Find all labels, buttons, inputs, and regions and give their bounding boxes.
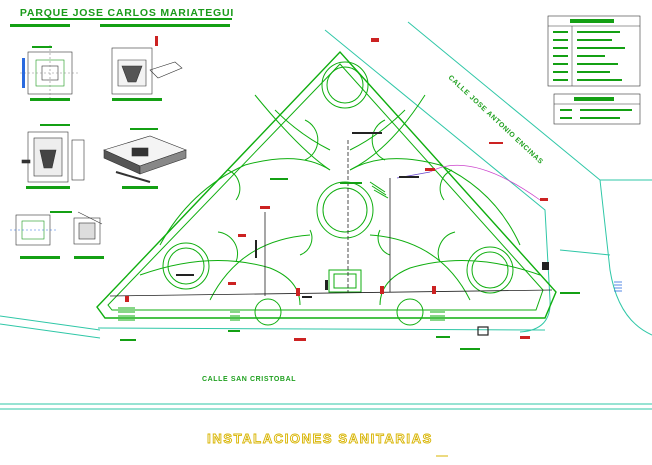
registro-detail-icon: [20, 45, 80, 101]
street-label-san-cristobal: CALLE SAN CRISTOBAL: [202, 376, 296, 383]
small-box-detail-icon: [10, 211, 104, 259]
street-lines: [0, 21, 652, 410]
plan-title-block: PARQUE JOSE CARLOS MARIATEGUI: [10, 7, 234, 27]
plan-title: PARQUE JOSE CARLOS MARIATEGUI: [20, 7, 234, 19]
north-arrow-icon: [614, 281, 622, 292]
meter-box-icon: [103, 128, 187, 189]
meter-icon: [477, 326, 489, 336]
legend-table-icon: [547, 15, 641, 125]
registro-section-icon: [21, 124, 85, 189]
manhole-icon: [542, 262, 549, 270]
label-bars: [120, 178, 580, 350]
pipe-labels: [176, 132, 419, 298]
street-label-encinas: CALLE JOSE ANTONIO ENCINAS: [447, 74, 545, 166]
sheet-title: INSTALACIONES SANITARIAS: [207, 431, 433, 446]
sanitary-pipe-network: [109, 140, 553, 297]
annotation-markers: [125, 38, 548, 341]
park-plan: [96, 50, 557, 326]
trench-detail-icon: [111, 36, 183, 101]
